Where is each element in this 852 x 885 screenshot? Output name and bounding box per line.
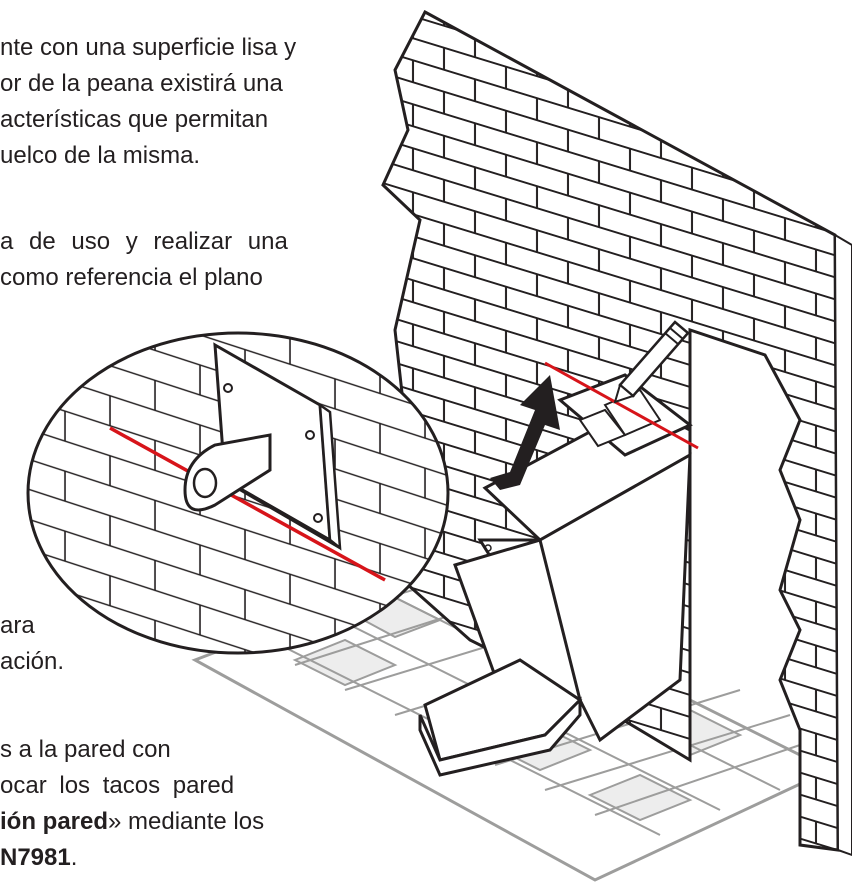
- para2-line1: a de uso y realizar una: [0, 228, 288, 255]
- para4-line3: ión pared» mediante los: [0, 806, 264, 838]
- para1-line2: or de la peana existirá una: [0, 70, 283, 97]
- arrow-up-icon: [490, 375, 560, 490]
- para4-line4-rest: .: [70, 844, 78, 871]
- para4-line1: s a la pared con: [0, 736, 171, 763]
- para3-line1: ara: [0, 612, 35, 639]
- para1-line3: acterísticas que permitan: [0, 106, 269, 133]
- para4-line3-rest: » mediante los: [108, 808, 265, 835]
- para2-line2: como referencia el plano: [0, 264, 263, 291]
- cabinet: [418, 373, 693, 777]
- para1-line4: uelco de la misma.: [0, 142, 201, 169]
- para4-line3-bold: ión pared: [0, 808, 109, 835]
- zoom-detail: [26, 331, 450, 655]
- marking-line: [544, 361, 699, 450]
- para4-line4: N7981.: [0, 842, 77, 874]
- para1-line1: nte con una superficie lisa y: [0, 34, 297, 61]
- para4-line4-bold: N7981: [0, 844, 71, 871]
- para4-line2: ocar los tacos pared: [0, 772, 235, 799]
- pencil-icon: [613, 320, 690, 404]
- para3-line2: ación.: [0, 648, 65, 675]
